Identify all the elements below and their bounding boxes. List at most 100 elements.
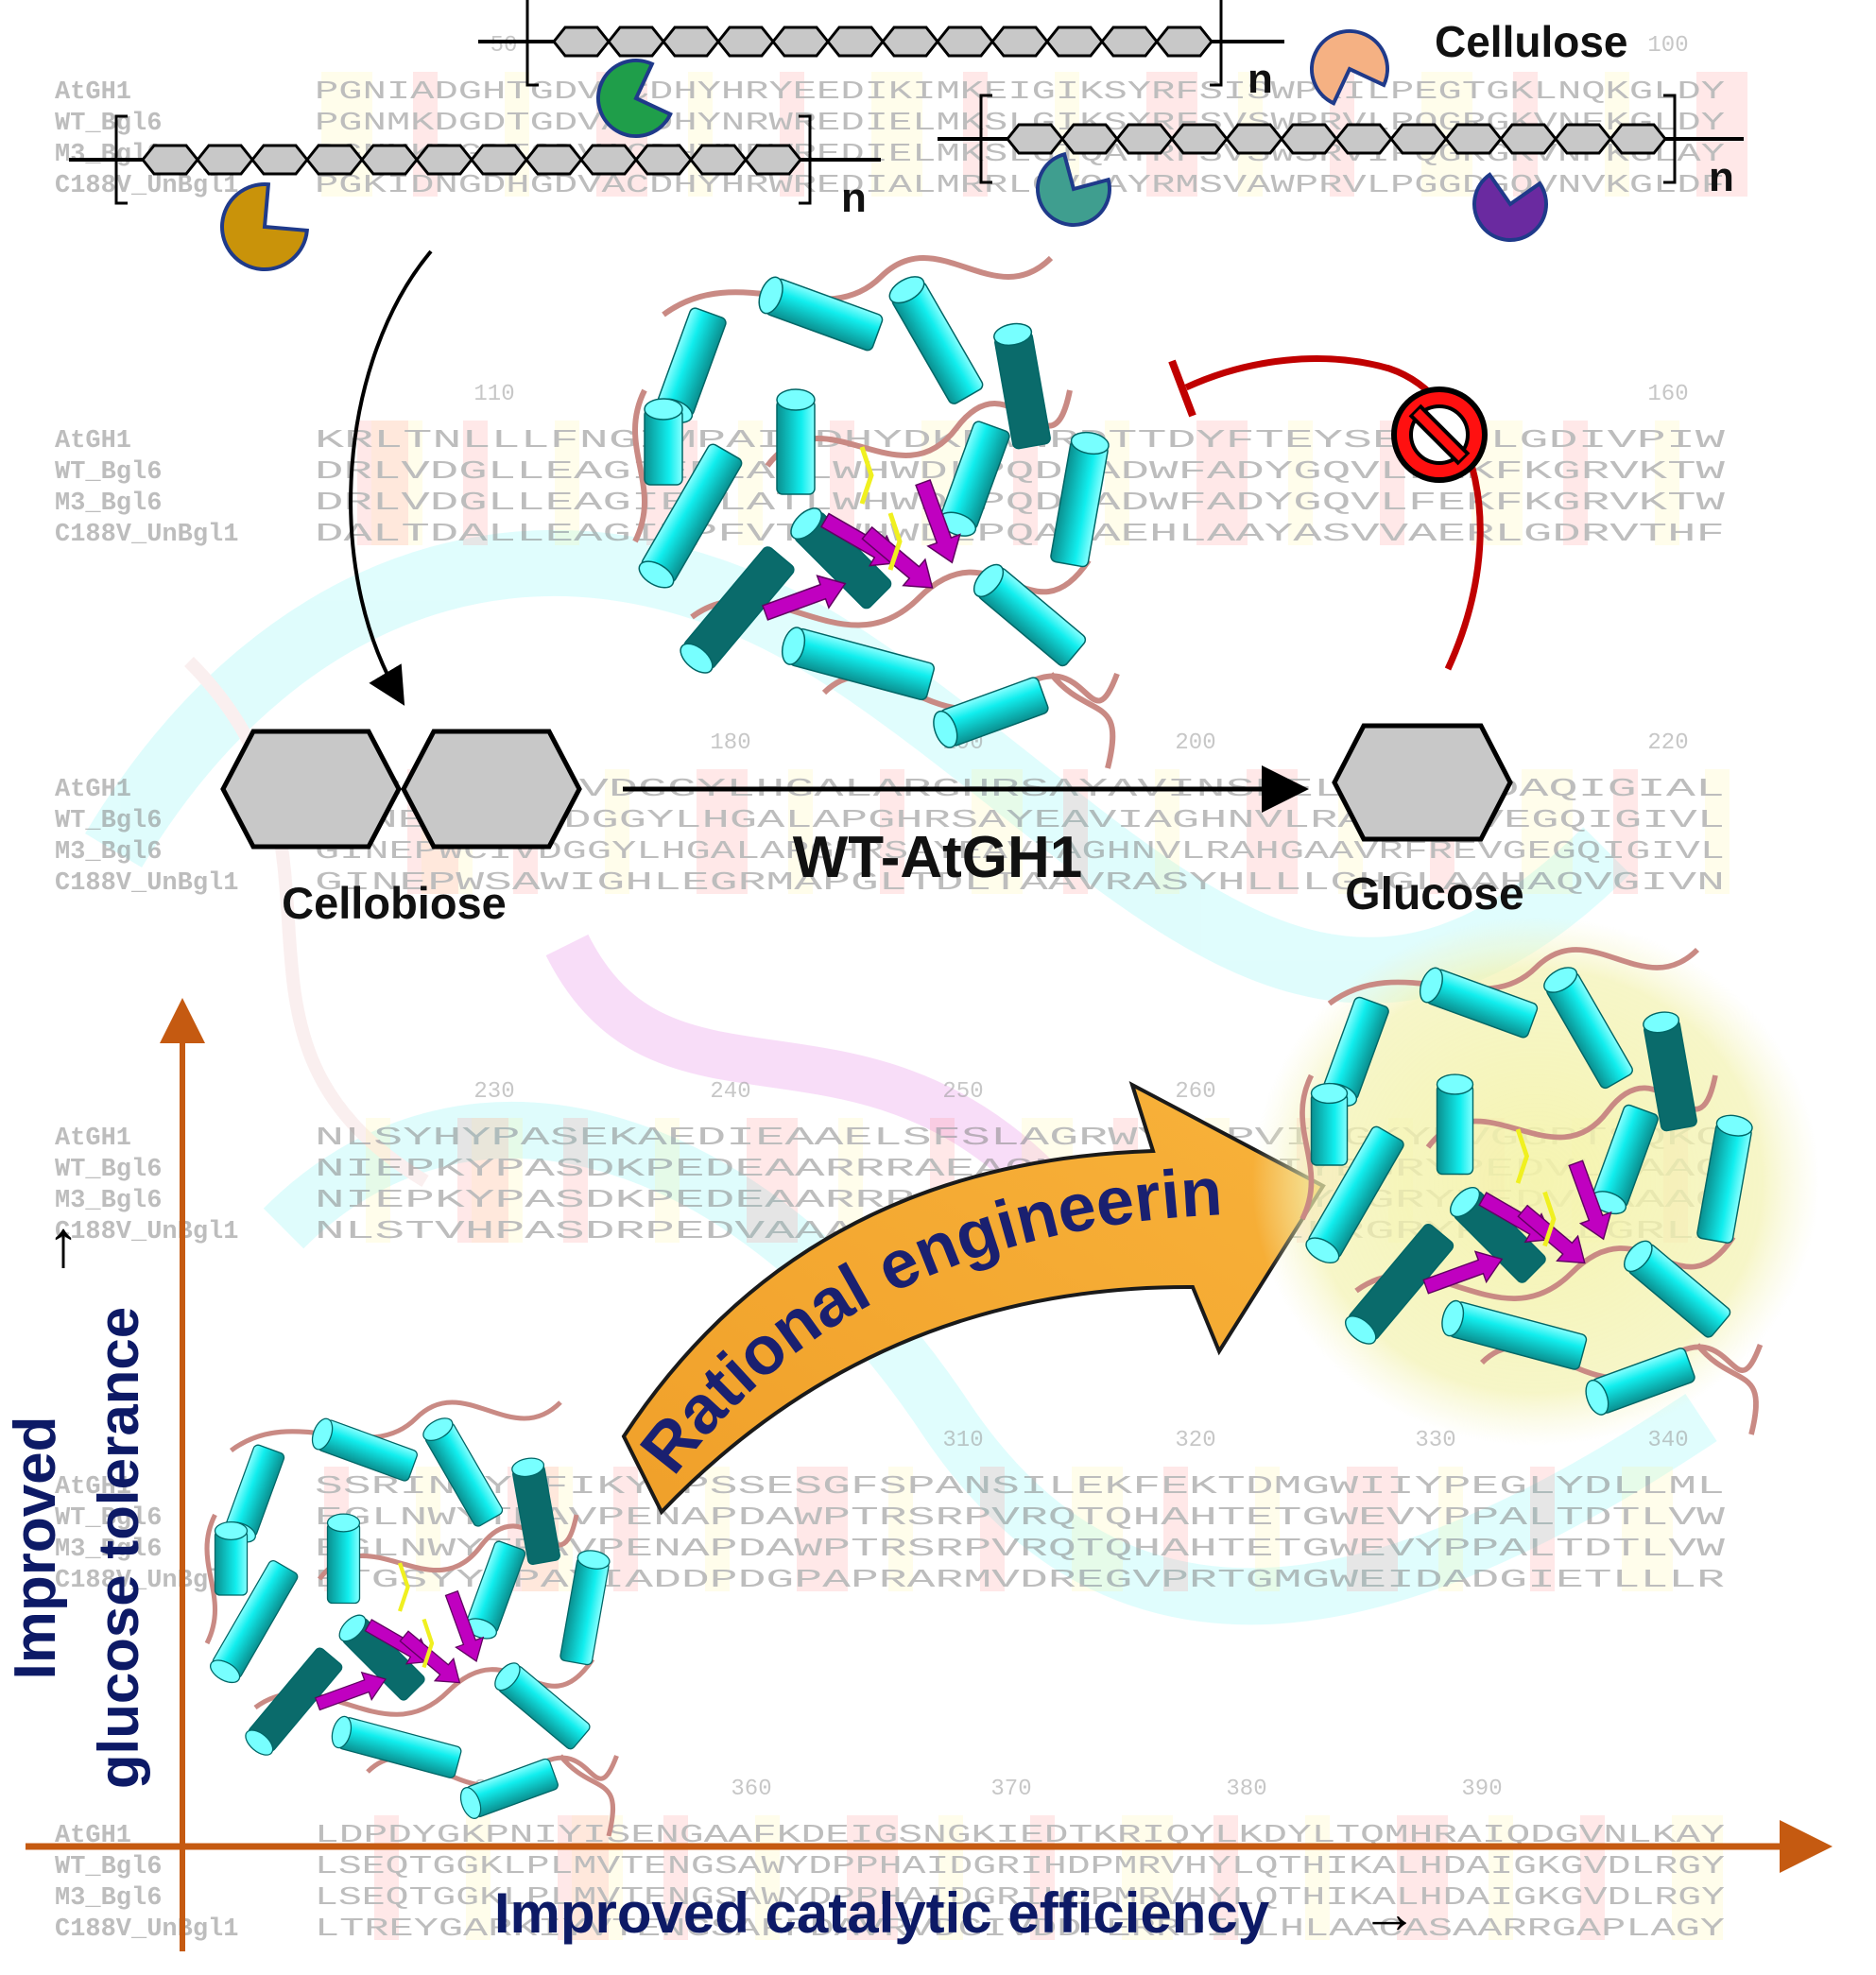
alignment-position-number: 320 <box>1175 1428 1215 1453</box>
alignment-sequence: LSEQTGGKLPLMVTENGSAWYDPPHAIDGRIHDPMRVHYL… <box>315 1853 1725 1881</box>
glucose-unit <box>634 144 693 176</box>
glucose-unit <box>196 144 254 176</box>
alignment-position-number: 50 <box>491 33 518 59</box>
alignment-sequence: DRLVDGLLEAGIEPLATLWHWDLPQDIADWFADYGQVLFE… <box>315 458 1726 487</box>
alignment-sequence-name: C188V_UnBgl1 <box>55 1218 238 1246</box>
alignment-position-number: 340 <box>1647 1428 1688 1453</box>
enzyme-label: WT-AtGH1 <box>793 825 1083 890</box>
glucose-unit <box>1155 26 1213 58</box>
enzyme-pacman-green-icon <box>596 59 673 138</box>
alignment-sequence-name: M3_Bgl6 <box>55 1187 162 1215</box>
glucose-unit <box>305 144 364 176</box>
enzyme-pacman-gold-icon <box>220 182 310 271</box>
alignment-sequence-name: M3_Bgl6 <box>55 141 162 169</box>
alignment-sequence-name: C188V_UnBgl1 <box>55 521 238 549</box>
alignment-position-number: 360 <box>731 1777 771 1802</box>
alignment-position-number: 240 <box>710 1079 750 1105</box>
alignment-sequence-name: AtGH1 <box>55 776 131 804</box>
glucose-unit <box>525 144 583 176</box>
glucose-unit <box>744 144 802 176</box>
cellulose-label: Cellulose <box>1435 17 1628 66</box>
glucose-unit <box>936 26 994 58</box>
glucose-unit <box>552 26 611 58</box>
x-axis-label: Improved catalytic efficiency <box>494 1881 1270 1945</box>
x-axis-right-arrow-icon: → <box>1361 1881 1418 1945</box>
inhibition-bar <box>1168 359 1196 418</box>
alignment-sequence-name: AtGH1 <box>55 78 131 107</box>
alignment-position-number: 310 <box>942 1428 983 1453</box>
glucose-unit <box>1499 123 1558 155</box>
glucose-unit <box>881 26 939 58</box>
alignment-sequence-name: M3_Bgl6 <box>55 838 162 867</box>
alignment-sequence: PGNIADGHTGDVACDHYHRYEEDIKIMKEIGIKSYRFSIS… <box>315 78 1725 107</box>
glucose-unit <box>826 26 885 58</box>
alignment-sequence-name: AtGH1 <box>55 1125 131 1153</box>
glucose-unit <box>771 26 830 58</box>
alignment-position-number: 110 <box>473 382 514 407</box>
alignment-sequence-name: WT_Bgl6 <box>55 1504 162 1533</box>
alignment-position-number: 230 <box>473 1079 514 1105</box>
glucose-unit <box>607 26 665 58</box>
alignment-sequence: DALTDALLEAGITPFVTLWHWDLPQATAEHLAAYASVVAE… <box>315 521 1725 549</box>
y-axis-label-line2: glucose tolerance <box>87 1307 150 1789</box>
glucose-unit <box>1006 123 1064 155</box>
hydrolysis-curved-arrow <box>349 249 433 706</box>
alignment-position-number: 380 <box>1226 1777 1266 1802</box>
alignment-sequence-name: AtGH1 <box>55 1473 131 1502</box>
alignment-position-number: 260 <box>1175 1079 1215 1105</box>
alignment-sequence-name: WT_Bgl6 <box>55 110 162 138</box>
alignment-sequence-name: WT_Bgl6 <box>55 1156 162 1184</box>
glucose-unit <box>1045 26 1104 58</box>
glucose-unit <box>990 26 1049 58</box>
glucose-unit <box>1225 123 1283 155</box>
alignment-position-number: 370 <box>990 1777 1031 1802</box>
alignment-position-number: 100 <box>1647 33 1688 59</box>
glucose-unit <box>1100 26 1159 58</box>
enzyme-pacman-purple-icon <box>1472 172 1548 242</box>
cellobiose-molecule <box>220 729 582 850</box>
alignment-sequence-name: WT_Bgl6 <box>55 458 162 487</box>
alignment-position-number: 390 <box>1461 1777 1502 1802</box>
polymer-n-label: n <box>841 175 867 221</box>
alignment-sequence-name: AtGH1 <box>55 427 131 455</box>
glucose-unit <box>1115 123 1174 155</box>
alignment-sequence-name: C188V_UnBgl1 <box>55 172 238 200</box>
glucose-unit <box>360 144 419 176</box>
alignment-sequence: GINEPWSAWIGHLEGRMAPGLTDLTAAVRASYHLLLGHGL… <box>315 869 1725 898</box>
glucose-unit <box>1334 123 1393 155</box>
glucose-unit <box>470 144 528 176</box>
cellulose-chain <box>938 94 1744 184</box>
prohibited-icon <box>1391 386 1488 483</box>
alignment-sequence: DRLVDGLLEAGIEPLATLWHWDLPQDIADWFADYGQVLFE… <box>315 489 1726 518</box>
cellulose-chain <box>69 114 881 205</box>
alignment-sequence-name: M3_Bgl6 <box>55 1884 162 1913</box>
alignment-position-number: 160 <box>1647 382 1688 407</box>
glucose-unit <box>250 144 309 176</box>
alignment-sequence-name: M3_Bgl6 <box>55 1536 162 1564</box>
alignment-sequence-name: WT_Bgl6 <box>55 1853 162 1881</box>
alignment-position-number: 220 <box>1647 730 1688 756</box>
alignment-position-number: 200 <box>1175 730 1215 756</box>
polymer-n-label: n <box>1709 154 1734 200</box>
glucose-unit <box>1170 123 1229 155</box>
glucose-label: Glucose <box>1345 869 1523 919</box>
glucose-unit <box>1609 123 1667 155</box>
alignment-position-number: 180 <box>710 730 750 756</box>
alignment-position-number: 250 <box>942 1079 983 1105</box>
alignment-sequence: LTREYGARKIYVTENGSAFPDAVRVDGIVDDPERRDILLH… <box>315 1915 1725 1944</box>
cellulose-chains <box>69 0 1744 205</box>
glucose-unit <box>689 144 748 176</box>
alignment-sequence-name: WT_Bgl6 <box>55 807 162 835</box>
glucose-unit <box>1444 123 1503 155</box>
glucose-unit <box>1554 123 1612 155</box>
glucose-unit <box>1389 123 1448 155</box>
alignment-sequence-name: M3_Bgl6 <box>55 489 162 518</box>
glucose-unit <box>579 144 638 176</box>
cellulose-chain <box>478 0 1284 87</box>
glucose-unit <box>1280 123 1338 155</box>
glucose-unit <box>141 144 199 176</box>
alignment-sequence: ETGSYYFPAYIADDPDGPAPRARMVDREGVPRTGMGWEID… <box>315 1567 1725 1595</box>
y-axis-label-line1: Improved <box>3 1416 68 1679</box>
